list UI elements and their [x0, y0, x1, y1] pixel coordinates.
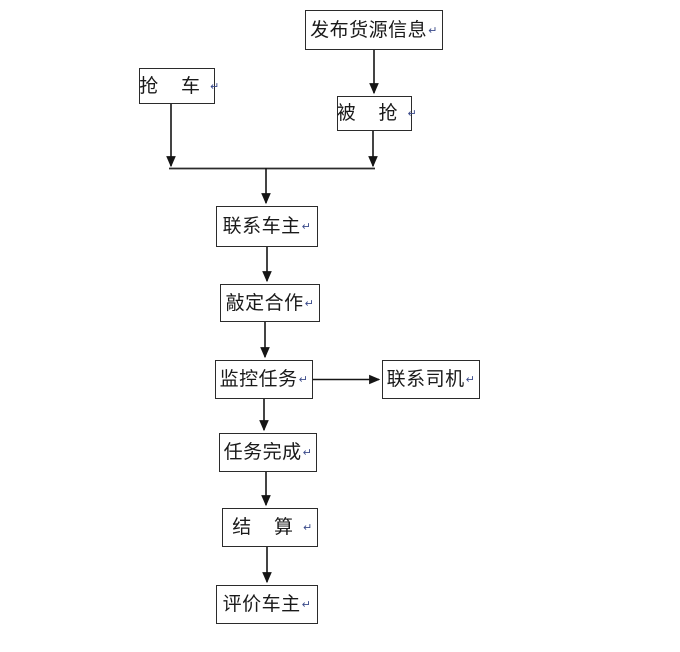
pilcrow-icon: ↵	[301, 598, 312, 611]
node-rate-owner[interactable]: 评价车主↵	[216, 585, 318, 624]
node-monitor-task[interactable]: 监控任务↵	[215, 360, 313, 399]
node-publish-label: 发布货源信息	[310, 19, 428, 41]
node-settle[interactable]: 结 算↵	[222, 508, 318, 547]
pilcrow-icon: ↵	[407, 107, 418, 120]
node-task-done-label: 任务完成	[223, 442, 302, 463]
node-rate-owner-label: 评价车主	[222, 594, 301, 615]
node-contact-driver[interactable]: 联系司机↵	[382, 360, 480, 399]
node-confirm-coop[interactable]: 敲定合作↵	[220, 284, 320, 322]
node-confirm-coop-label: 敲定合作	[225, 292, 304, 314]
node-grab-car-label: 抢 车	[139, 75, 210, 97]
pilcrow-icon: ↵	[465, 373, 476, 386]
node-contact-owner[interactable]: 联系车主↵	[216, 206, 318, 247]
node-contact-driver-label: 联系司机	[386, 369, 465, 390]
node-publish[interactable]: 发布货源信息↵	[305, 10, 443, 50]
pilcrow-icon: ↵	[304, 296, 315, 310]
pilcrow-icon: ↵	[210, 79, 220, 93]
pilcrow-icon: ↵	[298, 373, 309, 386]
node-settle-label: 结 算	[232, 517, 303, 538]
pilcrow-icon: ↵	[303, 521, 313, 534]
node-grab-car[interactable]: 抢 车↵	[139, 68, 219, 104]
pilcrow-icon: ↵	[428, 23, 438, 37]
node-monitor-task-label: 监控任务	[219, 369, 298, 390]
pilcrow-icon: ↵	[302, 446, 313, 459]
pilcrow-icon: ↵	[301, 220, 312, 233]
node-contact-owner-label: 联系车主	[222, 216, 301, 237]
node-grabbed-label: 被 抢	[336, 103, 407, 124]
node-task-done[interactable]: 任务完成↵	[219, 433, 317, 472]
node-grabbed[interactable]: 被 抢↵	[337, 96, 417, 131]
